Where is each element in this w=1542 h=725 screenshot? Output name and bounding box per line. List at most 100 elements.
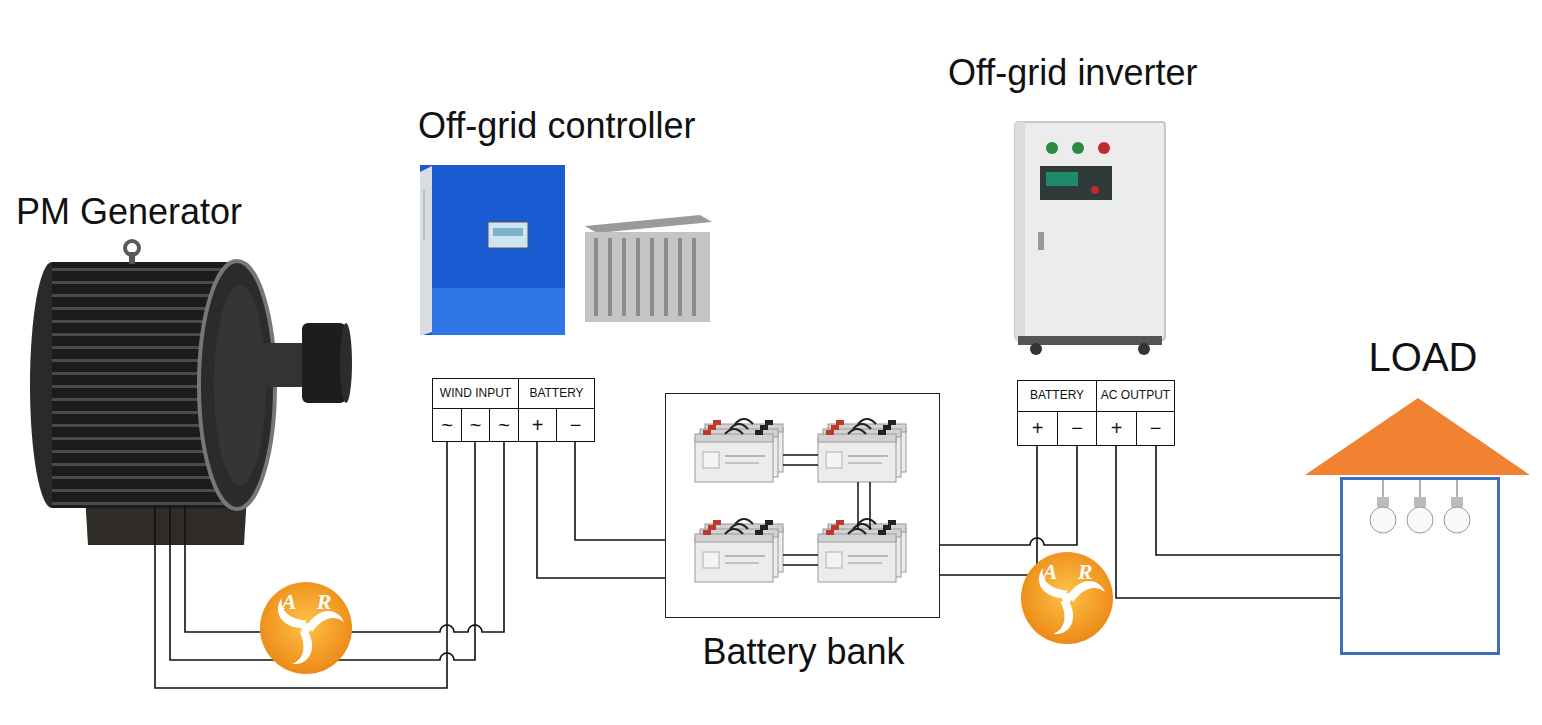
- wire-connector: [1156, 446, 1340, 555]
- terminal-heading: BATTERY: [1030, 389, 1084, 403]
- wire-connector: [940, 446, 1037, 575]
- terminal-heading: AC OUTPUT: [1101, 389, 1170, 403]
- pm-generator-illustration: [30, 241, 352, 545]
- house-illustration-part: [1370, 507, 1396, 533]
- component-heading-slot: Battery bank: [666, 630, 941, 674]
- controller-illustration-part-part: [636, 238, 640, 316]
- inverter-illustration-part: [1015, 122, 1025, 340]
- pm-generator-illustration-part: [340, 323, 352, 403]
- logo-letter: R: [1078, 559, 1093, 584]
- house-illustration: [1305, 398, 1530, 533]
- terminal-sign: −: [570, 414, 582, 437]
- wire-connector: [575, 442, 665, 540]
- controller-illustration-part: [432, 288, 565, 335]
- component-heading-slot: Off-grid inverter: [948, 50, 1248, 96]
- inverter-illustration-part: [1018, 336, 1162, 345]
- terminal-sign-slot: +: [1096, 411, 1137, 446]
- battery-bank-box: Battery bank: [665, 393, 940, 618]
- terminal-block: BATTERYAC OUTPUT+−+−: [1017, 380, 1175, 446]
- wire-connector: [940, 446, 1077, 545]
- component-heading: Off-grid inverter: [948, 52, 1197, 93]
- battery-illustration: [695, 419, 906, 582]
- terminal-sign: −: [1071, 417, 1083, 440]
- controller-illustration-part-part: [608, 238, 612, 316]
- pm-generator-illustration-part: [250, 343, 305, 387]
- wire-connector: [155, 442, 447, 688]
- terminal-heading-slot: WIND INPUT: [432, 378, 519, 409]
- house-illustration-part: [1305, 398, 1530, 475]
- inverter-illustration-part: [1098, 142, 1110, 154]
- house-illustration-part-part: [1419, 478, 1421, 497]
- house-illustration-part: [1414, 497, 1426, 507]
- pm-generator-illustration-part: [154, 505, 156, 545]
- controller-illustration-part: [488, 222, 528, 248]
- house-illustration-part: [1383, 478, 1457, 497]
- ac-input-symbol: ~: [498, 414, 510, 437]
- terminal-sign-slot: −: [1057, 411, 1097, 446]
- house-illustration-part: [1377, 497, 1389, 507]
- ac-input-symbol: ~: [441, 414, 453, 437]
- load-house-box: LOAD: [1340, 477, 1500, 655]
- controller-illustration-part-part: [594, 238, 598, 316]
- controller-illustration-part: [420, 166, 432, 336]
- logo-letter-slot: A: [278, 588, 300, 616]
- controller-illustration-part: [585, 215, 712, 233]
- terminal-heading-slot: BATTERY: [518, 378, 595, 409]
- controller-illustration-part: [585, 232, 710, 322]
- controller-illustration-part: [596, 238, 694, 316]
- wire-connector: [1116, 446, 1340, 598]
- controller-illustration-part: [493, 228, 523, 236]
- battery-illustration-part-part: [783, 464, 818, 466]
- terminal-sign-slot: +: [1017, 411, 1058, 446]
- terminal-sign-slot: −: [556, 408, 595, 442]
- battery-illustration-part-part: [857, 482, 859, 530]
- battery-illustration-part: [818, 529, 896, 582]
- controller-illustration-part-part: [664, 238, 668, 316]
- terminal-sign: +: [532, 414, 544, 437]
- pm-generator-illustration-part: [169, 505, 171, 545]
- terminal-heading: BATTERY: [529, 387, 583, 401]
- battery-illustration-part: [783, 455, 870, 565]
- terminal-sign-slot: +: [518, 408, 557, 442]
- logo-letter: A: [282, 589, 297, 614]
- house-illustration-part: [1451, 497, 1463, 507]
- terminal-heading-slot: BATTERY: [1017, 380, 1097, 412]
- battery-illustration-part-part: [783, 554, 818, 556]
- house-illustration-part-part: [1456, 478, 1458, 497]
- battery-illustration-part-part: [869, 482, 871, 530]
- terminal-sign-slot: −: [1136, 411, 1175, 446]
- controller-illustration-part-part: [692, 238, 696, 316]
- controller-illustration-part-part: [622, 238, 626, 316]
- ac-input-symbol-slot: ~: [461, 408, 490, 442]
- logo-letter-slot: R: [1074, 558, 1096, 586]
- logo-letter-slot: R: [313, 588, 335, 616]
- inverter-node: Off-grid inverter: [1013, 120, 1168, 348]
- pm-generator-illustration-part: [125, 241, 139, 255]
- component-heading: Battery bank: [702, 631, 904, 672]
- battery-illustration-part-part: [783, 564, 818, 566]
- logo-watermark: [260, 582, 352, 674]
- inverter-illustration-part: [1040, 166, 1112, 200]
- battery-illustration-part: [695, 529, 773, 582]
- wire-connector: [537, 442, 665, 578]
- terminal-heading-slot: AC OUTPUT: [1096, 380, 1175, 412]
- component-heading: PM Generator: [16, 191, 242, 232]
- inverter-illustration-part: [1030, 343, 1042, 355]
- component-heading-slot: PM Generator: [16, 189, 316, 235]
- logo-letter: A: [1043, 559, 1058, 584]
- battery-illustration-part: [818, 429, 896, 482]
- battery-illustration-part: [695, 429, 773, 482]
- ac-input-symbol-slot: ~: [432, 408, 462, 442]
- house-illustration-part: [1407, 507, 1433, 533]
- controller-illustration-part: [420, 165, 565, 335]
- inverter-illustration-part: [1015, 122, 1165, 340]
- house-illustration-part-part: [1382, 478, 1384, 497]
- battery-illustration-part-part: [783, 454, 818, 456]
- inverter-illustration-part: [1091, 186, 1099, 194]
- terminal-sign: +: [1032, 417, 1044, 440]
- inverter-illustration-part: [1138, 343, 1150, 355]
